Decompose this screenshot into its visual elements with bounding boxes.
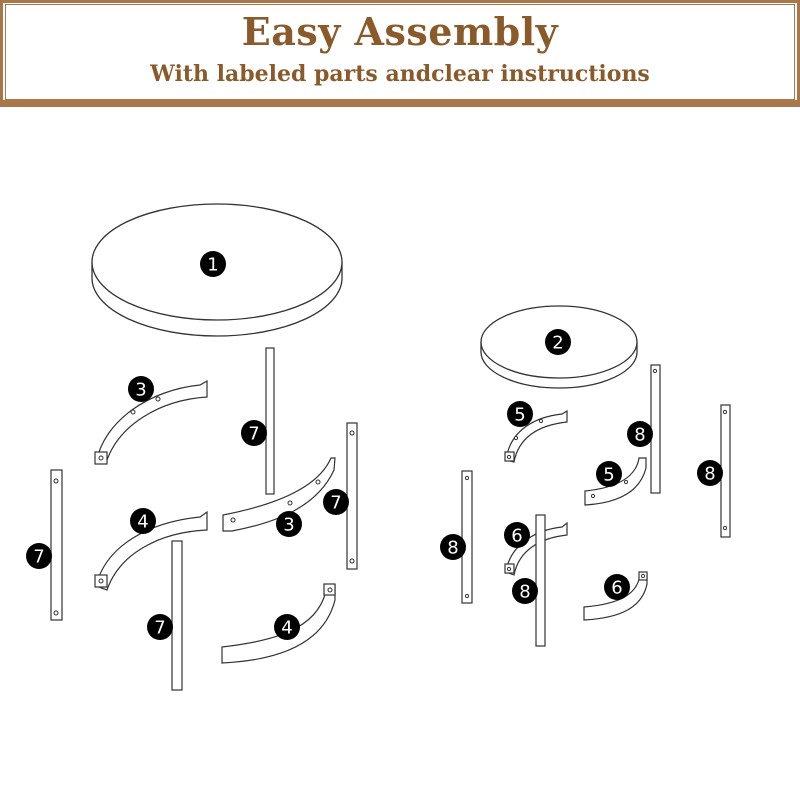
banner-inner-frame: [5, 4, 795, 100]
svg-text:6: 6: [511, 526, 522, 547]
svg-text:7: 7: [248, 424, 259, 445]
arc-bracket-3-left: [94, 379, 208, 465]
banner-bottom-band: [0, 100, 800, 107]
svg-text:5: 5: [514, 405, 525, 426]
svg-text:8: 8: [519, 582, 530, 603]
svg-text:3: 3: [283, 515, 294, 536]
part-label-4-right: 4: [274, 614, 300, 640]
svg-text:3: 3: [135, 380, 146, 401]
svg-text:4: 4: [281, 618, 292, 639]
svg-text:8: 8: [704, 464, 715, 485]
long-leg-7-center-bottom: [171, 540, 183, 691]
arc-bracket-3-right: [222, 457, 336, 532]
part-label-6-top: 6: [504, 522, 530, 548]
svg-text:8: 8: [634, 425, 645, 446]
svg-text:7: 7: [33, 547, 44, 568]
part-label-6-bottom: 6: [604, 574, 630, 600]
short-leg-8-left: [461, 470, 473, 604]
arc-bracket-5-top: [504, 409, 568, 463]
part-label-3-left: 3: [128, 376, 154, 402]
arc-bracket-4-left: [94, 510, 208, 591]
short-leg-8-bottom-center: [535, 514, 546, 647]
part-label-7-left: 7: [26, 543, 52, 569]
svg-text:4: 4: [137, 512, 148, 533]
short-leg-8-top-center: [650, 364, 661, 494]
svg-text:7: 7: [330, 493, 341, 514]
part-label-4-left: 4: [130, 508, 156, 534]
title-banner: Easy Assembly With labeled parts andclea…: [0, 0, 800, 107]
part-label-5-bottom: 5: [596, 461, 622, 487]
svg-text:5: 5: [603, 465, 614, 486]
part-label-8-top-center: 8: [627, 421, 653, 447]
long-leg-7-right: [346, 422, 358, 570]
part-label-8-right: 8: [697, 460, 723, 486]
part-label-7-center-top: 7: [241, 420, 267, 446]
part-label-7-right: 7: [323, 489, 349, 515]
part-label-3-right: 3: [276, 511, 302, 537]
svg-text:8: 8: [447, 538, 458, 559]
arc-bracket-6-bottom: [583, 571, 648, 621]
svg-text:1: 1: [207, 255, 218, 276]
part-label-2: 2: [545, 329, 571, 355]
long-leg-7-center-top: [265, 347, 275, 495]
part-label-7-center-bottom: 7: [147, 614, 173, 640]
svg-text:7: 7: [154, 618, 165, 639]
part-label-8-bottom-center: 8: [512, 578, 538, 604]
page-title: Easy Assembly: [241, 9, 559, 54]
part-label-8-left: 8: [440, 534, 466, 560]
arc-bracket-6-top: [504, 521, 568, 576]
long-leg-7-left: [50, 469, 63, 621]
svg-text:2: 2: [552, 333, 563, 354]
part-label-1: 1: [200, 251, 226, 277]
svg-text:6: 6: [611, 578, 622, 599]
part-label-5-top: 5: [507, 401, 533, 427]
page-subtitle: With labeled parts andclear instructions: [150, 61, 650, 87]
